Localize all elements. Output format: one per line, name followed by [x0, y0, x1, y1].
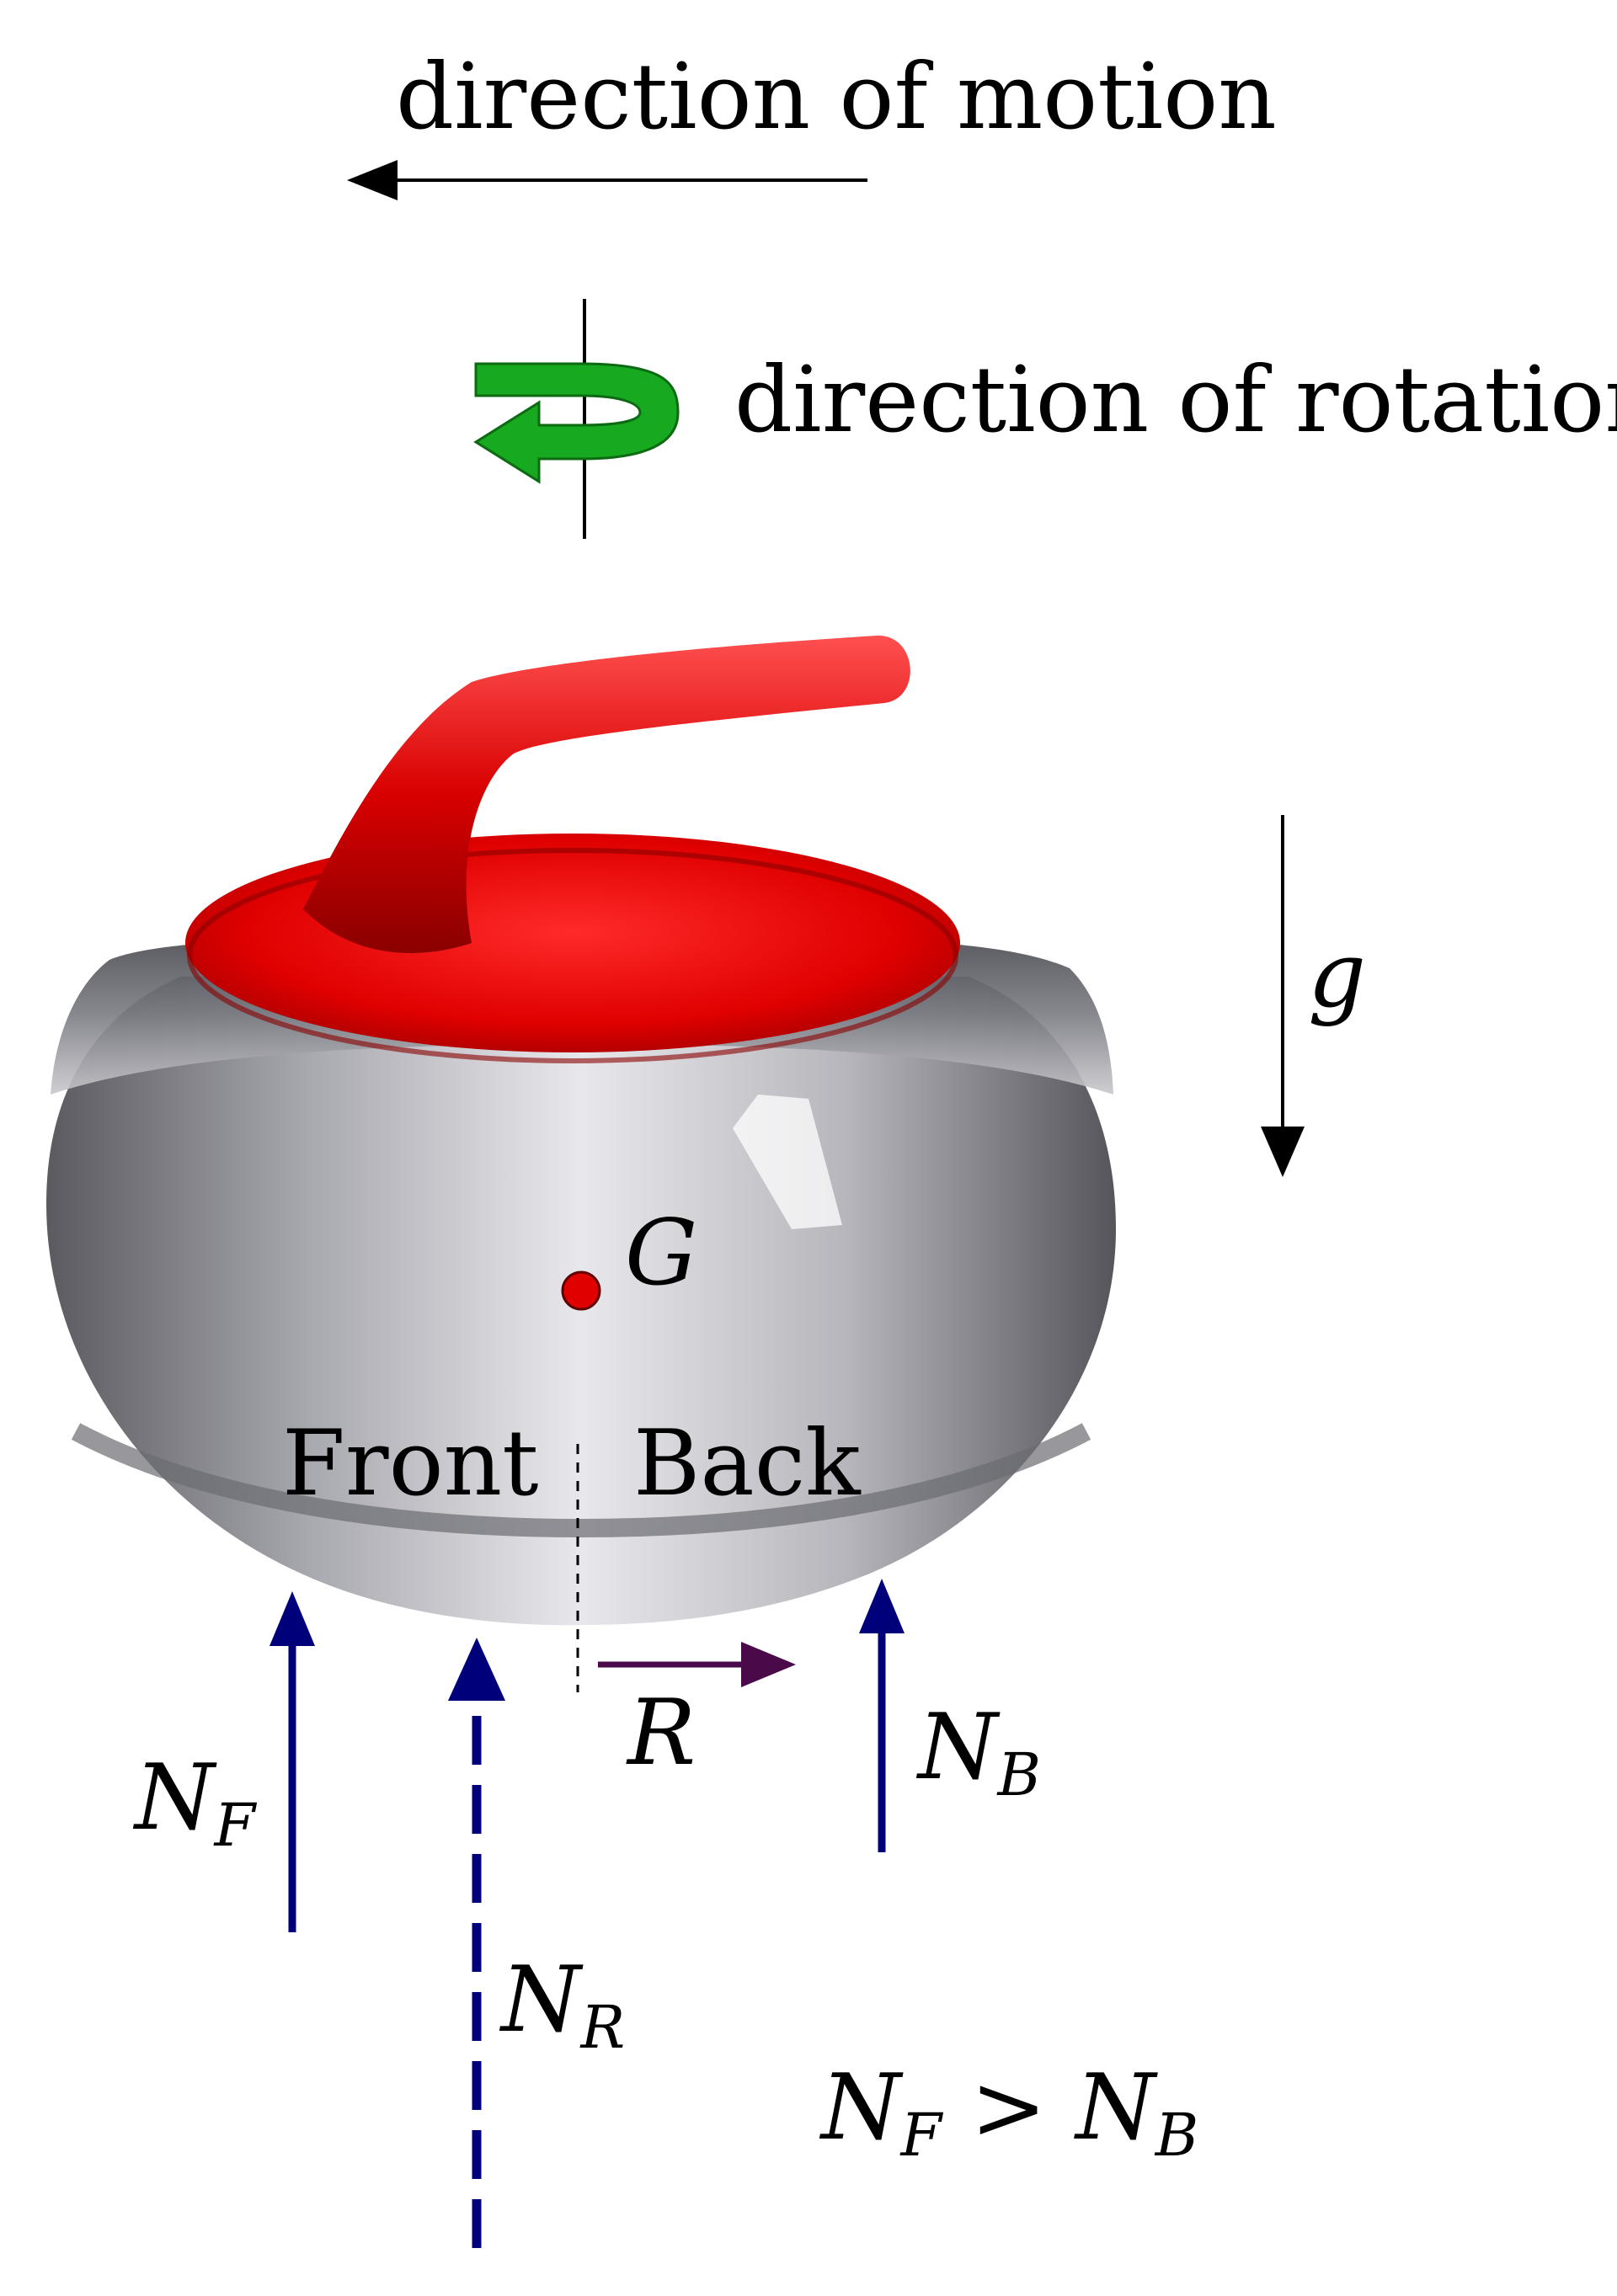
rotation-label: direction of rotation — [734, 348, 1617, 453]
nf-label: NF — [132, 1745, 258, 1860]
back-label: Back — [633, 1411, 862, 1516]
centre-of-gravity-label: G — [625, 1201, 697, 1306]
front-label: Front — [282, 1411, 539, 1516]
force-inequality: NF > NB — [819, 2055, 1198, 2170]
motion-label: direction of motion — [396, 45, 1277, 150]
motion-arrow-icon — [347, 160, 867, 200]
centre-of-gravity-dot — [561, 1271, 601, 1311]
resultant-arrow-icon — [598, 1642, 796, 1687]
curling-stone-icon — [46, 635, 1116, 1626]
nr-label: NR — [499, 1947, 625, 2062]
resultant-label: R — [626, 1681, 696, 1786]
resultant-normal-force-arrow-icon — [448, 1638, 505, 2248]
gravity-arrow-icon — [1261, 815, 1305, 1177]
front-normal-force-arrow-icon — [270, 1591, 315, 1932]
nb-label: NB — [915, 1695, 1041, 1809]
back-normal-force-arrow-icon — [859, 1579, 905, 1852]
gravity-label: g — [1308, 923, 1366, 1028]
curved-rotation-arrow-icon — [473, 299, 680, 539]
